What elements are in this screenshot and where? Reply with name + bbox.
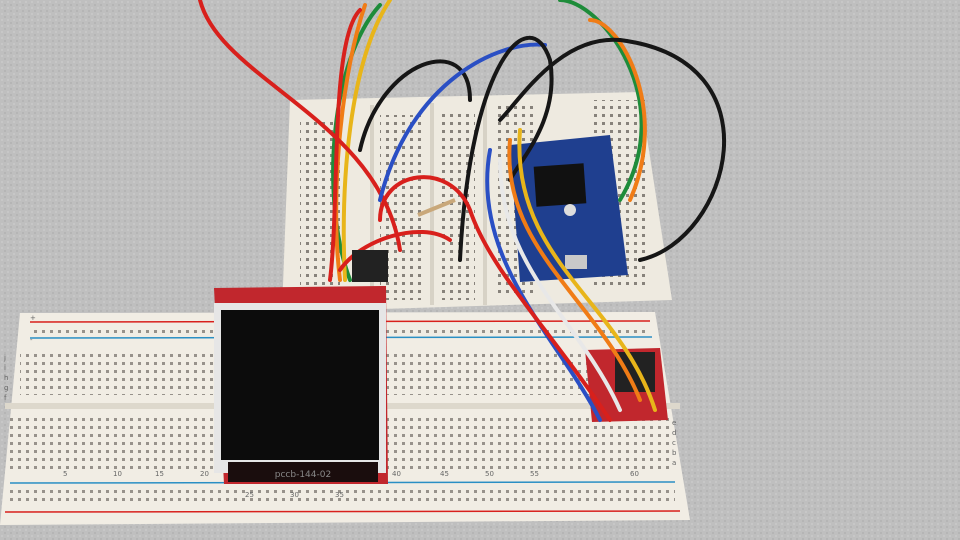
row-letter: g — [4, 384, 8, 392]
lcd-module: pccb-144-02 — [214, 286, 388, 484]
column-number: 30 — [290, 491, 299, 499]
column-number: 15 — [155, 470, 164, 478]
column-number: 25 — [245, 491, 254, 499]
column-number: 20 — [200, 470, 209, 478]
row-letter: j — [3, 354, 6, 362]
row-letter: a — [672, 459, 676, 467]
column-number: 60 — [630, 470, 639, 478]
row-letter: h — [4, 374, 8, 382]
lcd-label: pccb-144-02 — [275, 470, 331, 480]
jumper-wires — [198, 0, 727, 422]
resistor — [417, 198, 456, 217]
column-number: 50 — [485, 470, 494, 478]
sd-card-module — [585, 348, 668, 422]
column-number: 35 — [335, 491, 344, 499]
column-number: 10 — [113, 470, 122, 478]
row-letter: b — [672, 449, 677, 457]
pushbutton — [352, 250, 388, 282]
row-letters: j i h g f e d c b a — [3, 354, 677, 467]
lcd-screen — [221, 310, 379, 460]
row-letter: e — [672, 419, 676, 427]
row-letter: d — [672, 429, 676, 437]
row-letter: c — [672, 439, 676, 447]
column-number: 40 — [392, 470, 401, 478]
column-numbers: 5 10 15 20 25 30 35 40 45 50 55 60 — [63, 470, 639, 499]
column-number: 5 — [63, 470, 67, 478]
rail-minus-label: - — [30, 336, 33, 344]
column-number: 55 — [530, 470, 539, 478]
rail-plus-label: + — [30, 314, 36, 322]
row-letter: i — [4, 364, 6, 372]
column-number: 45 — [440, 470, 449, 478]
row-letter: f — [4, 394, 7, 402]
microcontroller-board — [510, 135, 628, 282]
